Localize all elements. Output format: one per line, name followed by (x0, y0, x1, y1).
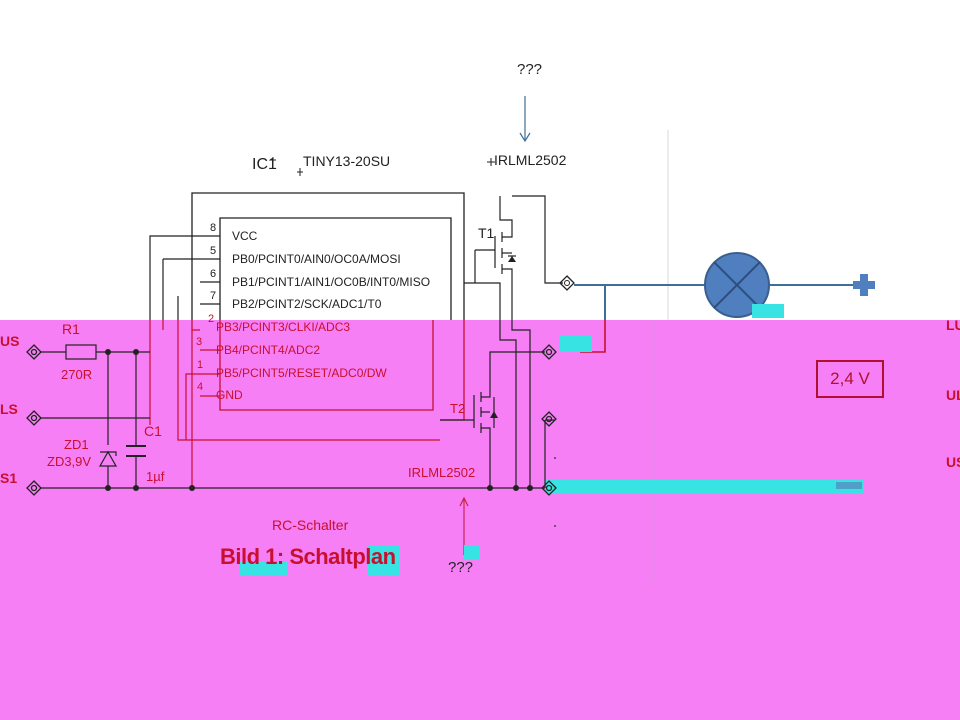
ic-pin-num: 2 (208, 313, 215, 325)
ic-ref-label: IC1 (252, 156, 277, 173)
magenta-overlay (0, 320, 960, 720)
ic-pin-num: 4 (197, 381, 204, 393)
lamp-icon (704, 252, 770, 318)
caption-subtitle: RC-Schalter (272, 517, 349, 533)
t1-ref-label: T1 (478, 225, 495, 241)
zd1-value-label: ZD3,9V (47, 454, 92, 469)
voltage-box: 2,4 V (816, 360, 884, 398)
question-bottom-label: ??? (448, 559, 474, 576)
right-edge-label: UL (946, 387, 960, 403)
ic-pin-num: 3 (196, 336, 203, 348)
caption-title: Bild 1: Schaltplan (220, 544, 396, 569)
c1-value-label: 1µf (146, 469, 165, 484)
cyan-marks (240, 304, 863, 576)
t2-part-label: IRLML2502 (408, 465, 476, 480)
vcc-wires (149, 235, 200, 320)
ic-pin-label: PB4/PCINT4/ADC2 (216, 343, 321, 357)
r1-ref-label: R1 (62, 321, 80, 337)
ic-pin-num: 8 (210, 222, 217, 234)
left-edge-label: S1 (0, 470, 18, 486)
ic-pin-num: 6 (210, 268, 217, 280)
right-edge-label: US (946, 454, 960, 470)
ic-pin-label: PB1/PCINT1/AIN1/OC0B/INT0/MISO (232, 275, 431, 289)
ic-pin-label: PB5/PCINT5/RESET/ADC0/DW (216, 366, 387, 380)
ic-part-label: TINY13-20SU (303, 153, 391, 169)
arrow-bottom-head (459, 496, 469, 507)
question-top-label: ??? (517, 61, 543, 78)
ic-pin-label: GND (216, 388, 243, 402)
right-edge-label: LU (946, 317, 960, 333)
ic-pin-num: 5 (210, 245, 217, 257)
small-dots (554, 457, 556, 527)
ic-pin-stubs (163, 235, 220, 305)
arrow-top-head (519, 132, 531, 143)
ic-pin-num: 1 (197, 359, 204, 371)
left-terminals (26, 344, 42, 496)
cyan-mark-end (836, 482, 862, 489)
ref-markers (270, 157, 495, 176)
ic-pin-num: 7 (210, 290, 217, 302)
left-wires (149, 320, 440, 488)
t1-part-label: IRLML2502 (494, 152, 567, 168)
left-edge-label: US (0, 333, 20, 349)
t2-mosfet (440, 320, 555, 488)
ic-pin-label: PB0/PCINT0/AIN0/OC0A/MOSI (232, 252, 401, 266)
left-edge-label: LS (0, 401, 18, 417)
lamp-wires (574, 284, 855, 320)
ic-pin-label: PB2/PCINT2/SCK/ADC1/T0 (232, 297, 382, 311)
c1-capacitor (126, 445, 146, 457)
r1-value-label: 270R (61, 367, 93, 382)
ic-pin-label: VCC (232, 229, 258, 243)
t1-mosfet (464, 195, 563, 320)
ic-pin-label: PB3/PCINT3/CLKI/ADC3 (216, 320, 351, 334)
plus-icon (853, 274, 875, 296)
ic-inner-box (219, 217, 452, 411)
right-terminals (541, 344, 557, 496)
zd1-zener (98, 450, 118, 467)
terminal-top (559, 275, 575, 291)
lower-rail (40, 352, 545, 489)
zd1-ref-label: ZD1 (64, 437, 89, 452)
c1-ref-label: C1 (144, 423, 162, 439)
ic-pin-stubs-lower (200, 349, 220, 397)
t2-ref-label: T2 (450, 401, 466, 416)
